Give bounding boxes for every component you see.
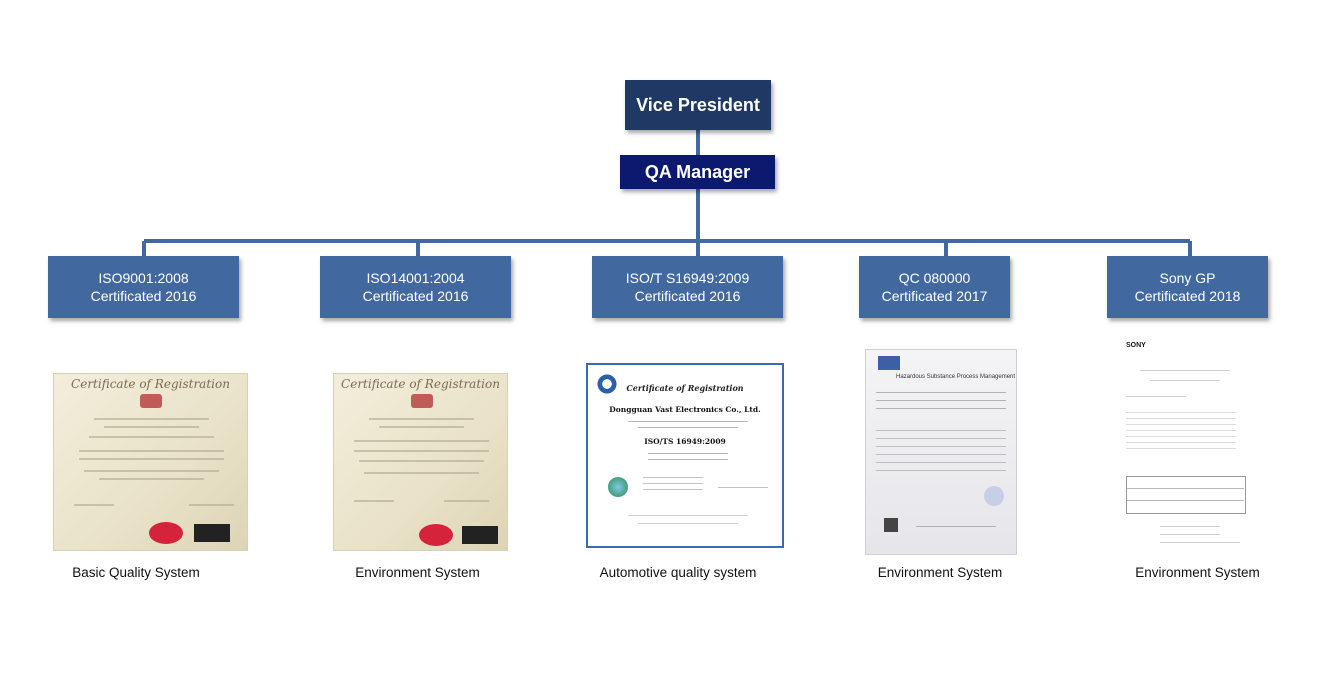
accreditation-logo-icon — [194, 524, 230, 542]
seal-icon — [984, 486, 1004, 506]
cert-box-sony-gp: Sony GP Certificated 2018 — [1107, 256, 1268, 318]
certificate-image-iso9001: Certificate of Registration — [53, 373, 248, 551]
caption-iso9001: Basic Quality System — [72, 565, 200, 580]
certificate-table — [1126, 476, 1246, 514]
vice-president-box: Vice President — [625, 80, 771, 130]
certificate-image-qc080000: Hazardous Substance Process Management — [865, 349, 1017, 555]
cert-box-iso9001: ISO9001:2008 Certificated 2016 — [48, 256, 239, 318]
qr-code-icon — [884, 518, 898, 532]
certificate-standard: ISO/TS 16949:2009 — [644, 437, 726, 446]
cert-box-iso14001: ISO14001:2004 Certificated 2016 — [320, 256, 511, 318]
cert-year: Certificated 2016 — [90, 288, 197, 304]
certificate-company: Dongguan Vast Electronics Co., Ltd. — [609, 405, 761, 414]
connector-lines — [142, 130, 1192, 256]
sony-brand: SONY — [1126, 342, 1146, 349]
certificate-image-iso14001: Certificate of Registration — [333, 373, 508, 551]
qa-manager-box: QA Manager — [620, 155, 775, 189]
certificate-heading: Certificate of Registration — [71, 377, 230, 391]
caption-ts16949: Automotive quality system — [599, 565, 757, 580]
crest-icon — [140, 394, 162, 408]
cert-year: Certificated 2016 — [634, 288, 741, 304]
cert-box-qc080000: QC 080000 Certificated 2017 — [859, 256, 1010, 318]
certificate-image-sony-gp: SONY — [1120, 336, 1255, 556]
qa-manager-label: QA Manager — [644, 161, 751, 182]
certificate-heading: Hazardous Substance Process Management — [896, 374, 1016, 380]
caption-qc080000: Environment System — [877, 565, 1003, 580]
cert-year: Certificated 2017 — [881, 288, 988, 304]
globe-icon — [608, 477, 628, 497]
cert-standard: ISO14001:2004 — [366, 270, 465, 286]
red-seal-icon — [419, 524, 453, 546]
cert-year: Certificated 2018 — [1134, 288, 1241, 304]
cert-standard: ISO9001:2008 — [98, 270, 189, 286]
crest-icon — [411, 394, 433, 408]
iecq-logo-icon — [878, 356, 900, 370]
cert-standard: QC 080000 — [898, 270, 971, 286]
cert-year: Certificated 2016 — [362, 288, 469, 304]
certificate-heading: Certificate of Registration — [626, 383, 744, 393]
cert-box-ts16949: ISO/T S16949:2009 Certificated 2016 — [592, 256, 783, 318]
cert-standard: Sony GP — [1159, 270, 1216, 286]
vice-president-label: Vice President — [636, 94, 760, 115]
red-seal-icon — [149, 522, 183, 544]
caption-sony-gp: Environment System — [1135, 565, 1260, 580]
registrar-logo-icon — [596, 373, 618, 395]
accreditation-logo-icon — [462, 526, 498, 544]
certificate-image-ts16949: Certificate of Registration Dongguan Vas… — [586, 363, 784, 548]
caption-iso14001: Environment System — [355, 565, 480, 580]
certificate-heading: Certificate of Registration — [341, 377, 500, 391]
cert-standard: ISO/T S16949:2009 — [625, 270, 750, 286]
